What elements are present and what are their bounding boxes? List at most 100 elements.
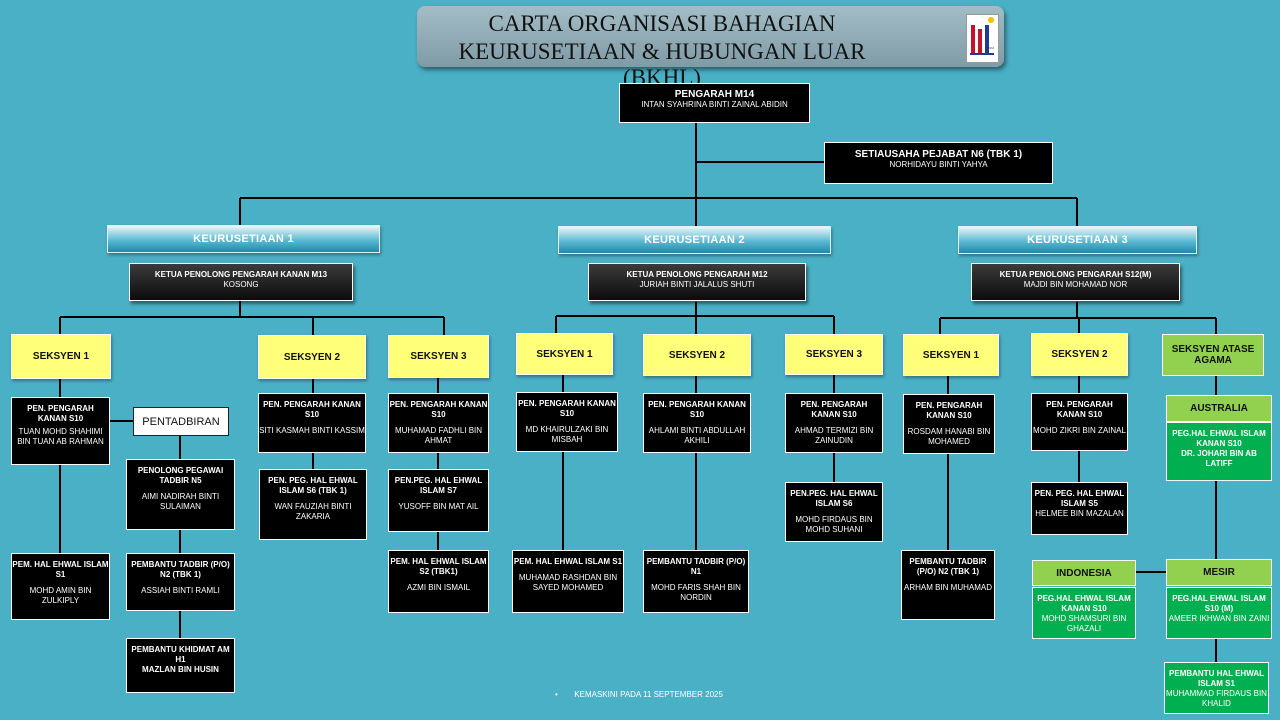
chart-title-banner: CARTA ORGANISASI BAHAGIAN KEURUSETIAAN &… <box>417 6 1004 90</box>
k1-s3-pen-name: MUHAMAD FADHLI BIN AHMAT <box>394 426 483 445</box>
k2-s3-pen-pengarah-box: PEN. PENGARAH KANAN S10 AHMAD TERMIZI BI… <box>785 393 883 453</box>
k1-pembantu-tadbir-box: PEMBANTU TADBIR (P/O) N2 (TBK 1) ASSIAH … <box>126 553 235 611</box>
k3-s1-pt-title: PEMBANTU TADBIR (P/O) N2 (TBK 1) <box>909 557 987 576</box>
k3-s2-peg-title: PEN. PEG. HAL EHWAL ISLAM S5 <box>1034 489 1125 508</box>
k2-s1-pem-name: MUHAMAD RASHDAN BIN SAYED MOHAMED <box>518 573 618 592</box>
k1-ketua-box: KETUA PENOLONG PENGARAH KANAN M13 KOSONG <box>129 263 353 301</box>
k2-seksyen-2: SEKSYEN 2 <box>643 334 751 376</box>
k2-s2-pen-title: PEN. PENGARAH KANAN S10 <box>648 400 746 419</box>
k1-s2-peg-name: WAN FAUZIAH BINTI ZAKARIA <box>274 502 352 521</box>
k3-ketua-box: KETUA PENOLONG PENGARAH S12(M) MAJDI BIN… <box>971 263 1180 301</box>
k1-pp-name: AIMI NADIRAH BINTI SULAIMAN <box>141 492 220 511</box>
footer-update-note: • KEMASKINI PADA 11 SEPTEMBER 2025 <box>555 690 723 699</box>
k1-penolong-pegawai-tadbir-box: PENOLONG PEGAWAI TADBIR N5 AIMI NADIRAH … <box>126 459 235 530</box>
setiausaha-name: NORHIDAYU BINTI YAHYA <box>889 160 988 169</box>
k2-s1-pem-box: PEM. HAL EHWAL ISLAM S1 MUHAMAD RASHDAN … <box>512 550 624 613</box>
k3-s1-pt-name: ARHAM BIN MUHAMAD <box>903 583 992 592</box>
k3-seksyen-2: SEKSYEN 2 <box>1031 333 1128 376</box>
k1-s1-pem-title: PEM. HAL EHWAL ISLAM S1 <box>12 560 109 579</box>
keurusetiaan-3-header: KEURUSETIAAN 3 <box>958 226 1197 254</box>
k1-pembantu-khidmat-box: PEMBANTU KHIDMAT AM H1 MAZLAN BIN HUSIN <box>126 638 235 693</box>
k1-s2-pen-pengarah-box: PEN. PENGARAH KANAN S10 SITI KASMAH BINT… <box>258 393 366 453</box>
atase-australia-label: AUSTRALIA <box>1166 395 1272 422</box>
k2-s1-pen-pengarah-box: PEN. PENGARAH KANAN S10 MD KHAIRULZAKI B… <box>516 392 618 452</box>
k3-s2-pen-pengarah-box: PEN. PENGARAH KANAN S10 MOHD ZIKRI BIN Z… <box>1031 393 1128 451</box>
k3-seksyen-1: SEKSYEN 1 <box>903 334 999 376</box>
jakim-logo-mark <box>970 17 994 55</box>
k1-seksyen-2: SEKSYEN 2 <box>258 335 366 379</box>
k1-s2-peg-title: PEN. PEG. HAL EHWAL ISLAM S6 (TBK 1) <box>268 476 358 495</box>
k1-s3-pen-title: PEN. PENGARAH KANAN S10 <box>389 400 488 419</box>
k2-s1-pem-title: PEM. HAL EHWAL ISLAM S1 <box>513 557 623 566</box>
k1-pk-name: MAZLAN BIN HUSIN <box>142 665 219 674</box>
k2-s2-pen-pengarah-box: PEN. PENGARAH KANAN S10 AHLAMI BINTI ABD… <box>643 393 751 453</box>
pengarah-title: PENGARAH M14 <box>674 89 755 100</box>
k3-s1-pembantu-tadbir-box: PEMBANTU TADBIR (P/O) N2 (TBK 1) ARHAM B… <box>901 550 995 620</box>
k1-ketua-title: KETUA PENOLONG PENGARAH KANAN M13 <box>154 270 328 279</box>
k1-s1-pem-box: PEM. HAL EHWAL ISLAM S1 MOHD AMIN BIN ZU… <box>11 553 110 620</box>
k1-s1-pen-name: TUAN MOHD SHAHIMI BIN TUAN AB RAHMAN <box>17 427 104 446</box>
atase-indonesia-box: PEG.HAL EHWAL ISLAM KANAN S10 MOHD SHAMS… <box>1032 587 1136 639</box>
k1-s2-pen-peg-box: PEN. PEG. HAL EHWAL ISLAM S6 (TBK 1) WAN… <box>259 469 367 540</box>
k1-s3-pen-pengarah-box: PEN. PENGARAH KANAN S10 MUHAMAD FADHLI B… <box>388 393 489 453</box>
k3-seksyen-atase-agama: SEKSYEN ATASE AGAMA <box>1162 334 1264 376</box>
k1-pp-title: PENOLONG PEGAWAI TADBIR N5 <box>137 466 224 485</box>
k3-ketua-title: KETUA PENOLONG PENGARAH S12(M) <box>999 270 1152 279</box>
australia-title: PEG.HAL EHWAL ISLAM KANAN S10 <box>1172 429 1266 448</box>
k2-s2-pt-title: PEMBANTU TADBIR (P/O) N1 <box>646 557 746 576</box>
logo-text: JAKIM <box>985 46 994 50</box>
mesir-title: PEG.HAL EHWAL ISLAM S10 (M) <box>1172 594 1266 613</box>
k1-pt-title: PEMBANTU TADBIR (P/O) N2 (TBK 1) <box>131 560 230 579</box>
k2-s3-pen-peg-box: PEN.PEG. HAL EHWAL ISLAM S6 MOHD FIRDAUS… <box>785 482 883 542</box>
mesir-name: AMEER IKHWAN BIN ZAINI <box>1168 614 1270 623</box>
k2-s3-peg-title: PEN.PEG. HAL EHWAL ISLAM S6 <box>790 489 878 508</box>
k1-s3-pem-name: AZMI BIN ISMAIL <box>406 583 471 592</box>
k2-s3-peg-name: MOHD FIRDAUS BIN MOHD SUHANI <box>795 515 873 534</box>
pentadbiran-box: PENTADBIRAN <box>133 407 229 436</box>
australia-name: DR. JOHARI BIN AB LATIFF <box>1181 449 1257 468</box>
k2-seksyen-1: SEKSYEN 1 <box>516 333 613 375</box>
pengarah-name: INTAN SYAHRINA BINTI ZAINAL ABIDIN <box>641 100 788 109</box>
k2-ketua-box: KETUA PENOLONG PENGARAH M12 JURIAH BINTI… <box>588 263 806 301</box>
k2-s2-pen-name: AHLAMI BINTI ABDULLAH AKHILI <box>648 426 746 445</box>
atase-indonesia-label: INDONESIA <box>1032 560 1136 586</box>
pengarah-box: PENGARAH M14 INTAN SYAHRINA BINTI ZAINAL… <box>619 83 810 123</box>
k1-s3-peg-title: PEN.PEG. HAL EHWAL ISLAM S7 <box>394 476 483 495</box>
k2-s1-pen-title: PEN. PENGARAH KANAN S10 <box>518 399 616 418</box>
k2-s2-pembantu-tadbir-box: PEMBANTU TADBIR (P/O) N1 MOHD FARIS SHAH… <box>643 550 749 613</box>
keurusetiaan-2-header: KEURUSETIAAN 2 <box>558 226 831 254</box>
atase-mesir-pembantu-box: PEMBANTU HAL EHWAL ISLAM S1 MUHAMMAD FIR… <box>1164 662 1269 714</box>
k1-pt-name: ASSIAH BINTI RAMLI <box>141 586 220 595</box>
k2-s1-pen-name: MD KHAIRULZAKI BIN MISBAH <box>525 425 609 444</box>
atase-mesir-label: MESIR <box>1166 559 1272 586</box>
k3-s1-pen-name: ROSDAM HANABI BIN MOHAMED <box>907 427 991 446</box>
k1-s2-pen-name: SITI KASMAH BINTI KASSIM <box>259 426 365 435</box>
k3-s1-pen-title: PEN. PENGARAH KANAN S10 <box>915 401 983 420</box>
k1-pk-title: PEMBANTU KHIDMAT AM H1 <box>131 645 230 664</box>
footer-bullet: • <box>555 690 558 699</box>
k2-s2-pt-name: MOHD FARIS SHAH BIN NORDIN <box>651 583 741 602</box>
k1-seksyen-1: SEKSYEN 1 <box>11 334 111 379</box>
k3-s2-pen-title: PEN. PENGARAH KANAN S10 <box>1046 400 1113 419</box>
k1-s3-peg-name: YUSOFF BIN MAT AIL <box>398 502 479 511</box>
atase-mesir-box: PEG.HAL EHWAL ISLAM S10 (M) AMEER IKHWAN… <box>1166 587 1272 639</box>
k2-ketua-title: KETUA PENOLONG PENGARAH M12 <box>626 270 768 279</box>
k3-s2-peg-name: HELMEE BIN MAZALAN <box>1035 509 1124 518</box>
keurusetiaan-1-header: KEURUSETIAAN 1 <box>107 225 380 253</box>
mesir2-title: PEMBANTU HAL EHWAL ISLAM S1 <box>1169 669 1264 688</box>
k1-s1-pen-pengarah-box: PEN. PENGARAH KANAN S10 TUAN MOHD SHAHIM… <box>11 397 110 465</box>
footer-text: KEMASKINI PADA 11 SEPTEMBER 2025 <box>574 690 723 699</box>
jakim-logo: JAKIM <box>966 14 999 63</box>
k3-s2-pen-peg-box: PEN. PEG. HAL EHWAL ISLAM S5 HELMEE BIN … <box>1031 482 1128 535</box>
k1-s3-pem-box: PEM. HAL EHWAL ISLAM S2 (TBK1) AZMI BIN … <box>388 550 489 613</box>
chart-title-line1: CARTA ORGANISASI BAHAGIAN <box>488 11 836 36</box>
k2-s3-pen-title: PEN. PENGARAH KANAN S10 <box>800 400 868 419</box>
setiausaha-title: SETIAUSAHA PEJABAT N6 (TBK 1) <box>854 149 1023 160</box>
k1-s2-pen-title: PEN. PENGARAH KANAN S10 <box>263 400 361 419</box>
k3-s2-pen-name: MOHD ZIKRI BIN ZAINAL <box>1033 426 1126 435</box>
k1-ketua-name: KOSONG <box>223 280 259 289</box>
k3-ketua-name: MAJDI BIN MOHAMAD NOR <box>1023 280 1128 289</box>
indonesia-title: PEG.HAL EHWAL ISLAM KANAN S10 <box>1037 594 1131 613</box>
k1-s3-pen-peg-box: PEN.PEG. HAL EHWAL ISLAM S7 YUSOFF BIN M… <box>388 469 489 532</box>
k3-s1-pen-pengarah-box: PEN. PENGARAH KANAN S10 ROSDAM HANABI BI… <box>903 394 995 454</box>
